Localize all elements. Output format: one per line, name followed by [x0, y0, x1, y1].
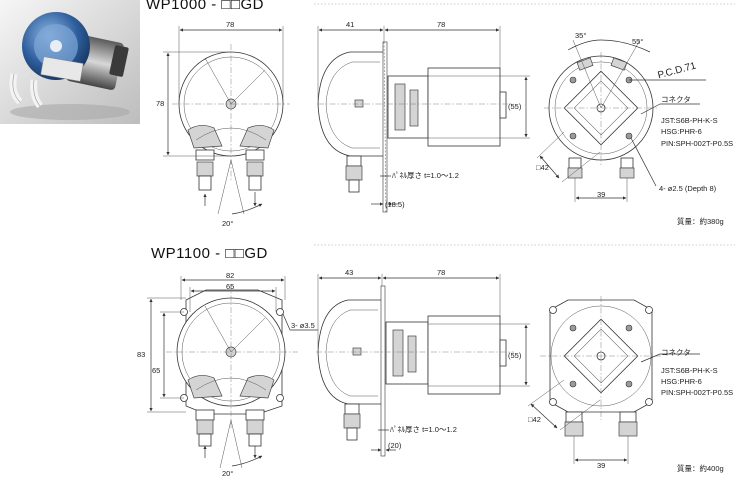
wp1100-mass: 質量：約400g	[677, 463, 724, 473]
wp1000-rear-sq: □42	[536, 163, 549, 172]
wp1000-rear-a55: 55°	[632, 37, 643, 46]
product-photo	[0, 0, 140, 124]
wp1100-side-d55: (55)	[508, 351, 522, 360]
wp1000-connector-hsg: HSG:PHR-6	[661, 127, 702, 136]
wp1100-side-d2: 78	[437, 268, 445, 277]
wp1100-connector-hsg: HSG:PHR-6	[661, 377, 702, 386]
wp1100-title: WP1100 - □□GD	[151, 245, 268, 262]
wp1000-side-d55: (55)	[508, 102, 522, 111]
wp1100-connector-label: コネクタ	[661, 348, 691, 357]
wp1100-rear-d39: 39	[597, 461, 605, 470]
wp1100-front-view: 20° 82 65 83 65 3- ø3.5	[137, 271, 318, 478]
wp1000-connector-jst: JST:S6B-PH-K-S	[661, 116, 718, 125]
wp1100-connector-jst: JST:S6B-PH-K-S	[661, 366, 718, 375]
wp1100-width-65: 65	[226, 282, 234, 291]
wp1000-angle-label: 20°	[222, 219, 233, 228]
wp1100-width-82: 82	[226, 271, 234, 280]
wp1000-side-view: 41 78 (55) ﾊﾟﾈﾙ厚さ t=1.0～1.2 (18.5)	[317, 20, 530, 213]
wp1100-rear-view: 39 □42	[527, 296, 700, 470]
wp1100-holes-label: 3- ø3.5	[291, 321, 315, 330]
wp1100-height-65: 65	[152, 366, 160, 375]
wp1000-height-label: 78	[156, 99, 164, 108]
wp1000-connector-pin: PIN:SPH-002T-P0.5S	[661, 139, 733, 148]
wp1000-connector-spec: コネクタ JST:S6B-PH-K-S HSG:PHR-6 PIN:SPH-00…	[661, 95, 733, 148]
wp1000-side-d1: 41	[346, 20, 354, 29]
wp1000-connector-label: コネクタ	[661, 95, 691, 104]
wp1100-rear-sq: □42	[528, 415, 541, 424]
wp1000-side-d185: (18.5)	[385, 200, 405, 209]
wp1100-side-view: 43 78 (55) ﾊﾟﾈﾙ厚さ t=1.0～1.2 (20)	[316, 268, 530, 457]
wp1000-rear-pcd: P.C.D.71	[657, 60, 698, 81]
wp1000-side-d2: 78	[437, 20, 445, 29]
wp1100-height-83: 83	[137, 350, 145, 359]
wp1100-connector-pin: PIN:SPH-002T-P0.5S	[661, 388, 733, 397]
wp1100-connector-spec: コネクタ JST:S6B-PH-K-S HSG:PHR-6 PIN:SPH-00…	[661, 348, 733, 397]
wp1000-rear-holes: 4- ø2.5 (Depth 8)	[659, 184, 717, 193]
wp1000-mass: 質量：約380g	[677, 216, 724, 226]
wp1100-panel-note: ﾊﾟﾈﾙ厚さ t=1.0～1.2	[390, 425, 457, 434]
wp1000-title: WP1000 - □□GD	[146, 0, 264, 13]
wp1000-rear-a35: 35°	[575, 31, 586, 40]
wp1100-side-d1: 43	[345, 268, 353, 277]
wp1000-rear-d39: 39	[597, 190, 605, 199]
wp1100-angle-label: 20°	[222, 469, 233, 478]
wp1000-width-label: 78	[226, 20, 234, 29]
wp1100-side-d20: (20)	[388, 441, 402, 450]
wp1000-front-view: 20° 78 78	[156, 20, 290, 228]
wp1000-panel-note: ﾊﾟﾈﾙ厚さ t=1.0～1.2	[392, 171, 459, 180]
